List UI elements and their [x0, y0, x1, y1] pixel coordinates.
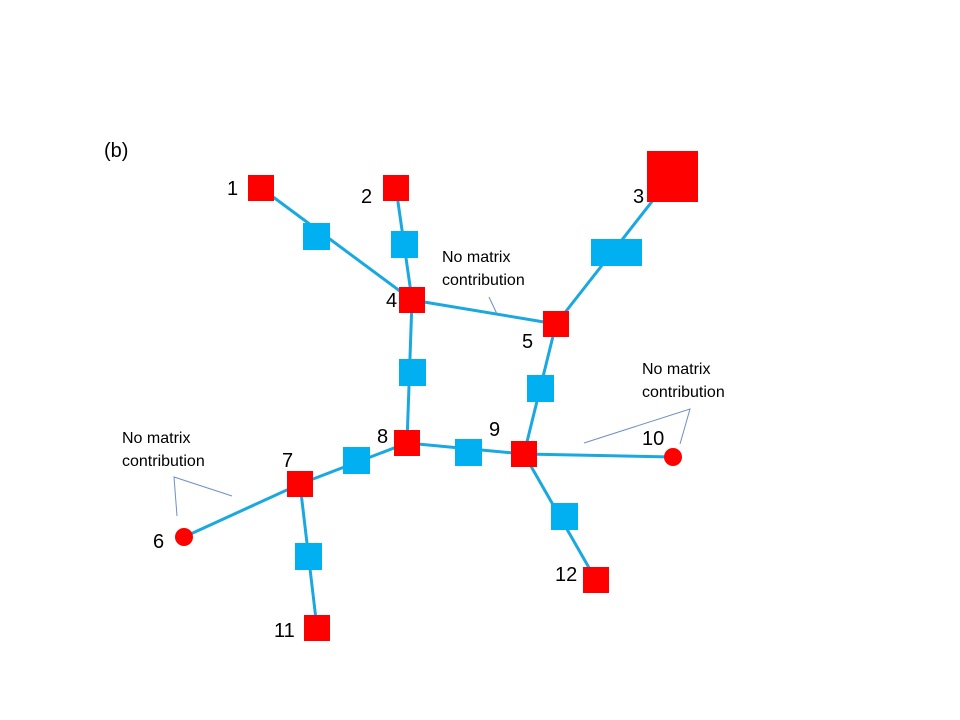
node-10: [664, 448, 682, 466]
annotation-7-6-line1: No matrix: [122, 430, 190, 447]
node-label-7: 7: [282, 450, 293, 472]
node-11: [304, 615, 330, 641]
edge-4-5: [411, 298, 557, 326]
node-label-8: 8: [377, 426, 388, 448]
node-label-9: 9: [489, 419, 500, 441]
edge-block-2-4: [391, 231, 418, 258]
edge-block-7-8: [343, 447, 370, 474]
edge-blocks-layer: [295, 223, 642, 570]
edge-block-9-12: [551, 503, 578, 530]
nodes-layer: [175, 151, 698, 641]
node-label-6: 6: [153, 531, 164, 553]
pointer-4-5: [488, 296, 498, 315]
node-2: [383, 175, 409, 201]
annotation-pointers: [173, 296, 691, 517]
node-12: [583, 567, 609, 593]
panel-label: (b): [104, 140, 128, 162]
node-label-2: 2: [361, 186, 372, 208]
node-8: [394, 430, 420, 456]
node-3: [647, 151, 698, 202]
annotation-7-6-line2: contribution: [122, 453, 205, 470]
edge-7-6: [183, 482, 301, 539]
node-label-10: 10: [642, 428, 664, 450]
edge-block-4-8: [399, 359, 426, 386]
edge-block-7-11: [295, 543, 322, 570]
pointer-7-6: [173, 476, 233, 517]
edge-block-5-9: [527, 375, 554, 402]
pointer-9-10: [583, 408, 691, 445]
node-labels-layer: 1 2 3 4 5 6 7 8 9 10 11 12: [153, 178, 664, 642]
edge-block-3-5: [591, 239, 642, 266]
edge-block-8-9: [455, 439, 482, 466]
node-7: [287, 471, 313, 497]
annotation-4-5-line1: No matrix: [442, 249, 510, 266]
node-1: [248, 175, 274, 201]
node-4: [399, 287, 425, 313]
edge-block-1-4: [303, 223, 330, 250]
node-label-5: 5: [522, 331, 533, 353]
node-label-12: 12: [555, 564, 577, 586]
annotations-layer: No matrix contribution No matrix contrib…: [122, 249, 725, 470]
node-9: [511, 441, 537, 467]
node-6: [175, 528, 193, 546]
node-label-4: 4: [386, 290, 397, 312]
node-label-11: 11: [274, 620, 295, 642]
annotation-9-10-line2: contribution: [642, 384, 725, 401]
edge-9-10: [523, 452, 674, 459]
annotation-4-5-line2: contribution: [442, 272, 525, 289]
annotation-9-10-line1: No matrix: [642, 361, 710, 378]
node-label-3: 3: [633, 186, 644, 208]
edge-1-4: [260, 186, 413, 302]
node-5: [543, 311, 569, 337]
node-label-1: 1: [227, 178, 238, 200]
